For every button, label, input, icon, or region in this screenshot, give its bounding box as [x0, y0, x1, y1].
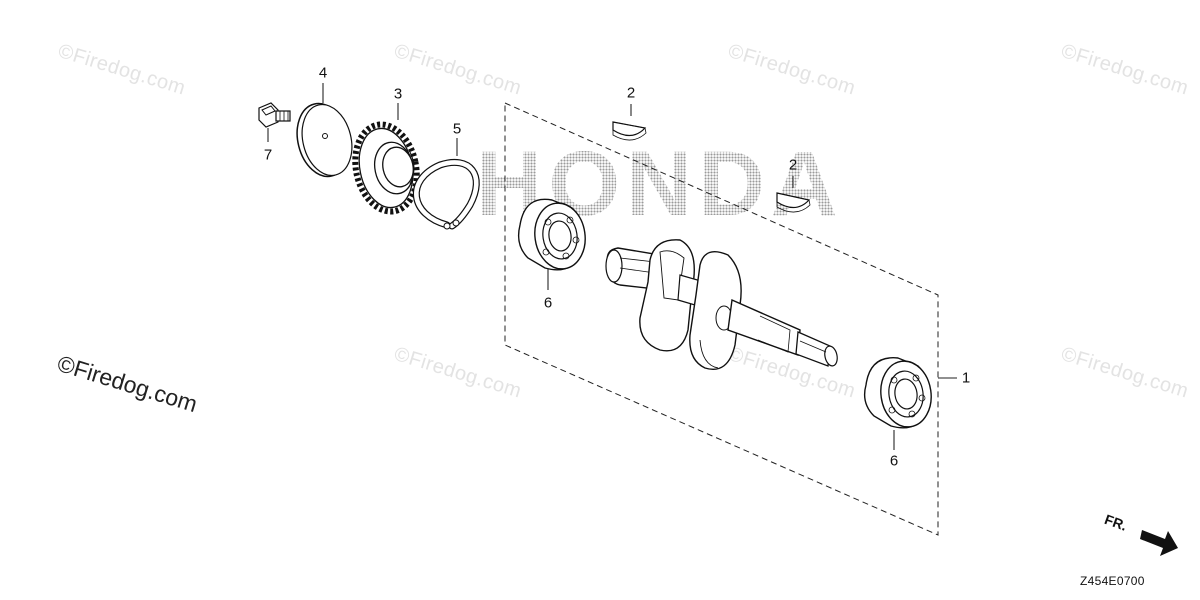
- ball-bearing: [517, 198, 586, 290]
- flange-bolt: [258, 102, 291, 142]
- callout-number: 3: [393, 85, 403, 103]
- timing-gear: [352, 103, 420, 215]
- woodruff-key: [776, 176, 811, 213]
- callout-number: 2: [626, 84, 636, 102]
- crankshaft: [605, 239, 838, 370]
- callout-number: 6: [889, 452, 899, 470]
- callout-number: 4: [318, 64, 328, 82]
- callout-number: 2: [788, 156, 798, 174]
- callout-number: 6: [543, 294, 553, 312]
- callout-number: 5: [452, 120, 462, 138]
- callout-number: 1: [961, 369, 971, 387]
- assembly-boundary: [504, 102, 939, 536]
- washer-plate: [296, 83, 353, 178]
- diagram-code: Z454E0700: [1080, 574, 1145, 588]
- snap-ring: [412, 138, 480, 230]
- woodruff-key: [612, 104, 647, 141]
- callout-number: 7: [263, 146, 273, 164]
- ball-bearing: [863, 357, 932, 450]
- front-direction-arrow-icon: [1140, 530, 1178, 556]
